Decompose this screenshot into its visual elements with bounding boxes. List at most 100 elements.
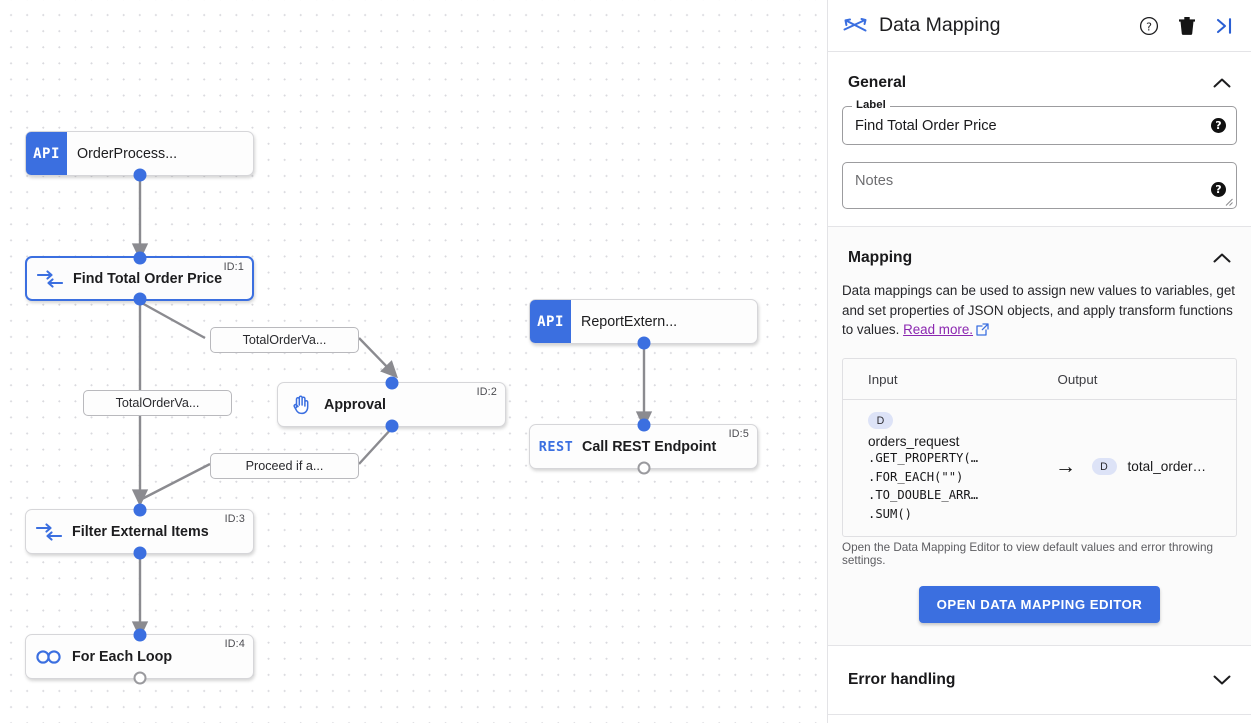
output-variable-name: total_order…: [1127, 459, 1207, 475]
divider: [828, 226, 1251, 227]
column-header-input: Input: [868, 371, 898, 387]
node-find-total-order-price[interactable]: Find Total Order Price ID:1: [25, 251, 254, 306]
label-field-legend: Label: [852, 99, 890, 111]
api-badge-icon: API: [26, 132, 67, 175]
panel-header-actions: ?: [1139, 16, 1237, 36]
node-title: Call REST Endpoint: [582, 438, 717, 455]
node-port-bottom[interactable]: [133, 671, 146, 685]
edge-label-proceed-if[interactable]: Proceed if a...: [210, 453, 359, 479]
output-type-badge: D: [1091, 458, 1117, 476]
node-for-each-loop[interactable]: For Each Loop ID:4: [25, 628, 254, 685]
node-port-bottom[interactable]: [637, 461, 650, 475]
section-title: Error handling: [848, 671, 956, 689]
node-port-top[interactable]: [133, 251, 146, 265]
node-port-bottom[interactable]: [133, 168, 146, 182]
section-title: General: [848, 74, 907, 91]
edge-n1-label1: [139, 300, 206, 340]
chevron-up-icon[interactable]: [1213, 77, 1231, 89]
section-mapping-header[interactable]: Mapping: [828, 227, 1251, 281]
mapping-input-cell: D orders_request .GET_PROPERTY(… .FOR_EA…: [843, 411, 1040, 524]
node-port-bottom[interactable]: [637, 336, 650, 350]
api-badge-icon: API: [530, 300, 571, 343]
chevron-up-icon[interactable]: [1213, 252, 1231, 264]
node-port-bottom[interactable]: [133, 292, 146, 306]
node-port-bottom[interactable]: [133, 546, 146, 560]
section-general: General Label Find Total Order Price ? N…: [828, 52, 1251, 209]
notes-field[interactable]: Notes ?: [842, 162, 1237, 209]
input-chain-2: .TO_DOUBLE_ARR…: [868, 488, 979, 503]
node-id-tag: ID:1: [223, 261, 244, 273]
mapping-button-row: OPEN DATA MAPPING EDITOR: [828, 567, 1251, 645]
node-port-bottom[interactable]: [385, 419, 398, 433]
edge-label3-trunk: [139, 462, 211, 502]
mapping-table: Input Output D orders_request .GET_PROPE…: [842, 357, 1237, 538]
notes-help-icon[interactable]: ?: [1211, 181, 1226, 197]
node-port-top[interactable]: [133, 503, 146, 517]
hand-icon: [278, 394, 324, 416]
section-general-header[interactable]: General: [828, 52, 1251, 106]
open-data-mapping-editor-button[interactable]: OPEN DATA MAPPING EDITOR: [918, 586, 1161, 624]
svg-text:?: ?: [1146, 20, 1152, 33]
node-port-top[interactable]: [385, 376, 398, 390]
node-title: Find Total Order Price: [73, 270, 223, 287]
mapping-description: Data mappings can be used to assign new …: [842, 283, 1236, 337]
mapping-hint: Open the Data Mapping Editor to view def…: [842, 541, 1213, 568]
input-variable-name: orders_request: [868, 434, 960, 449]
input-chain-0: .GET_PROPERTY(…: [868, 451, 979, 465]
data-mapping-icon: [840, 17, 870, 35]
input-chain-1: .FOR_EACH(""): [868, 469, 964, 484]
edge-n2-label3: [358, 427, 393, 465]
divider: [828, 645, 1251, 647]
data-mapping-icon: [27, 269, 73, 288]
label-field-value: Find Total Order Price: [855, 117, 997, 134]
node-title: Filter External Items: [72, 523, 209, 540]
mapping-arrow-icon: →: [1055, 454, 1076, 478]
mapping-description-block: Data mappings can be used to assign new …: [828, 281, 1251, 342]
workflow-canvas[interactable]: API OrderProcess... Find Total Order Pri…: [0, 0, 828, 723]
edge-label-totalordervalue-2[interactable]: TotalOrderVa...: [83, 390, 232, 416]
mapping-output-cell: D total_order…: [1091, 458, 1207, 476]
node-filter-external-items[interactable]: Filter External Items ID:3: [25, 503, 254, 560]
node-id-tag: ID:2: [476, 386, 497, 398]
node-approval[interactable]: Approval ID:2: [277, 376, 506, 433]
node-port-top[interactable]: [637, 418, 650, 432]
node-id-tag: ID:3: [224, 513, 245, 525]
node-call-rest-endpoint[interactable]: REST Call REST Endpoint ID:5: [529, 418, 758, 475]
label-help-icon[interactable]: ?: [1211, 118, 1226, 133]
chevron-down-icon[interactable]: [1213, 674, 1231, 686]
loop-icon: [26, 649, 72, 665]
node-title: OrderProcess...: [77, 145, 178, 162]
trash-icon[interactable]: [1178, 16, 1196, 36]
section-error-handling-header[interactable]: Error handling: [828, 646, 1251, 714]
properties-panel: Data Mapping ?: [828, 0, 1251, 723]
node-id-tag: ID:5: [728, 428, 749, 440]
external-link-icon[interactable]: [976, 322, 989, 342]
panel-title: Data Mapping: [879, 14, 1001, 36]
mapping-table-header: Input Output: [843, 359, 1236, 400]
panel-body: General Label Find Total Order Price ? N…: [828, 52, 1251, 723]
help-icon[interactable]: ?: [1139, 16, 1159, 36]
collapse-panel-icon[interactable]: [1215, 17, 1235, 35]
node-title: ReportExtern...: [581, 313, 678, 330]
node-port-top[interactable]: [133, 628, 146, 642]
column-header-output: Output: [1057, 371, 1098, 387]
input-type-badge: D: [868, 412, 893, 429]
read-more-link[interactable]: Read more.: [903, 322, 974, 337]
node-title: Approval: [324, 396, 386, 413]
section-error-handling: Error handling: [828, 646, 1251, 715]
node-orderprocess[interactable]: API OrderProcess...: [25, 131, 254, 182]
rest-badge-icon: REST: [538, 438, 574, 455]
label-field[interactable]: Label Find Total Order Price ?: [842, 99, 1237, 145]
notes-resize-handle[interactable]: [1224, 197, 1233, 206]
section-mapping: Mapping Data mappings can be used to ass…: [828, 227, 1251, 646]
panel-header: Data Mapping ?: [828, 0, 1251, 52]
mapping-table-row[interactable]: D orders_request .GET_PROPERTY(… .FOR_EA…: [843, 400, 1236, 537]
node-reportextern[interactable]: API ReportExtern...: [529, 299, 758, 350]
general-fields: Label Find Total Order Price ? Notes ?: [828, 99, 1251, 209]
edge-label1-n2: [358, 337, 399, 379]
node-id-tag: ID:4: [224, 638, 245, 650]
edge-label-totalordervalue-1[interactable]: TotalOrderVa...: [210, 327, 359, 353]
notes-placeholder: Notes: [855, 173, 894, 189]
data-mapping-icon: [26, 522, 72, 541]
